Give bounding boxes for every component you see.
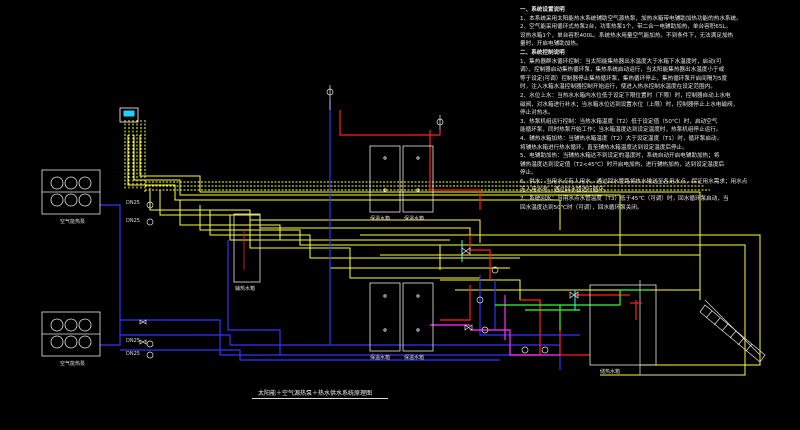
note-line: 能循环泵，同时热泵开始工作；当水箱温度达到设定温度时，热泵机组停止运行。 (520, 127, 722, 134)
pump-label-b: DN25 (126, 218, 140, 224)
tank-bottom-right-label: 保温水箱 (404, 355, 425, 361)
note-line: 量时，开启电辅助加热。 (520, 41, 582, 48)
note-line: 1、本系统采用太阳能热水系统辅助空气源热泵，加热水箱带电辅助加热功能的热水系统。 (520, 15, 742, 22)
aux-tank-label: 辅热水箱 (235, 286, 256, 292)
equipment (41, 88, 766, 366)
solar-collector (699, 304, 766, 363)
note-line: 3、热泵机组运行控制：当热水箱温度（T2）低于设定值（50℃）时，启动空气 (520, 118, 718, 125)
note-line: 磁阀，对水箱进行补水；当水箱水位达到设置水位（上限）时，控制器停止上水电磁阀， (520, 101, 739, 108)
note-line: 设热水箱1个，单台容积400L。系统热水用量空气能加热，不到条件下，无法满足加热 (520, 32, 734, 39)
aux-tank (233, 213, 261, 283)
heatpump-bottom (41, 311, 101, 357)
notes-heading-2: 二、系统控制说明 (520, 49, 565, 56)
note-line: 时，注入水箱水温控制器控制开始运行，使进入热水控制水温度在设定范围内。 (520, 84, 716, 91)
storage-tank-label: 储热水箱 (600, 369, 621, 375)
tank-bottom-right (402, 282, 434, 352)
pump-label-a: DN25 (126, 200, 140, 206)
tank-bottom-left-label: 保温水箱 (370, 355, 391, 361)
note-line: 等于设定(可调）控制器停止集热循环泵，集热循环停止，集热循环泵开启间隔为5度 (520, 75, 728, 82)
note-line: 调），控制器启动集热循环泵，集热系统启动运行，当太阳能集热器出水温度小于或 (520, 67, 725, 74)
heatpump-top-label: 空气能热泵 (60, 219, 86, 225)
note-line: 5、电辅助加热：当辅热水箱达不到设定的温度时，系统自动开启电辅助加热；将 (520, 153, 720, 160)
pump-label-c: DN25 (126, 338, 140, 344)
green-pipes (495, 289, 650, 330)
pump-label-d: DN25 (126, 351, 140, 357)
note-line: 无人用水时，通过回水管进行循环。 (520, 187, 610, 194)
magenta-pipes (430, 295, 560, 356)
note-line: 1、集热器群水循环控制：当太阳能集热器出水温度大于水箱下水温度时，启动(可 (520, 58, 722, 65)
note-line: 6、供水：当用水点有人用水，通过回水管路将热水输送至各用水点，保证用水需求；用水… (520, 178, 748, 185)
drawing-title: 太阳能＋空气源热泵＋热水供水系统原理图 (258, 390, 373, 397)
note-line: 辅热温度达到设定值（T2<45℃）时开启电加热，进行辅热加热，达到设定温度后 (520, 161, 725, 168)
storage-tank (589, 284, 657, 366)
title-underline (252, 398, 388, 399)
note-line: 将辅热水箱进行热水循环，直至辅热水箱温度达到设定温度后停止。 (520, 144, 688, 151)
note-line: 7、系统回水：当用水点水管温度（T3）低于45℃（可调）时，回水循环泵启动，当 (520, 196, 729, 203)
pump-symbols (146, 88, 549, 359)
note-line: 2、水位上水：当热水水箱内水位低于设定下限位置时（下限）时，控制器自动上水电 (520, 92, 731, 99)
tank-top-left-label: 保温水箱 (370, 216, 391, 222)
note-line: 停止对热水。 (520, 110, 554, 117)
yellow-bundle (124, 120, 710, 192)
note-line: 停止。 (520, 170, 537, 177)
heatpump-bottom-label: 空气能热泵 (60, 361, 86, 367)
controller-box (119, 107, 139, 123)
tank-bottom-left (369, 282, 401, 352)
heatpump-top (41, 169, 101, 215)
tank-top-right-label: 保温水箱 (404, 216, 425, 222)
valve-symbols (139, 247, 579, 345)
note-line: 回水温度达到50℃时（可调），回水循环泵关闭。 (520, 204, 643, 211)
red-pipes (339, 110, 630, 356)
tank-top-left (369, 145, 401, 213)
controller-screen (123, 110, 135, 117)
design-notes: 一、系统设置说明 1、本系统采用太阳能热水系统辅助空气源热泵，加热水箱带电辅助加… (520, 6, 792, 212)
note-line: 2、空气能采用循环式热泵2台，功率热泵1个，带二合一电辅助加热，单台容积65L。 (520, 24, 732, 31)
note-line: 4、辅热水箱加热：当辅热水箱温度（T2）大于设定温度（T1）时，循环泵启动， (520, 135, 723, 142)
notes-heading-1: 一、系统设置说明 (520, 7, 565, 13)
tank-top-right (402, 145, 434, 213)
